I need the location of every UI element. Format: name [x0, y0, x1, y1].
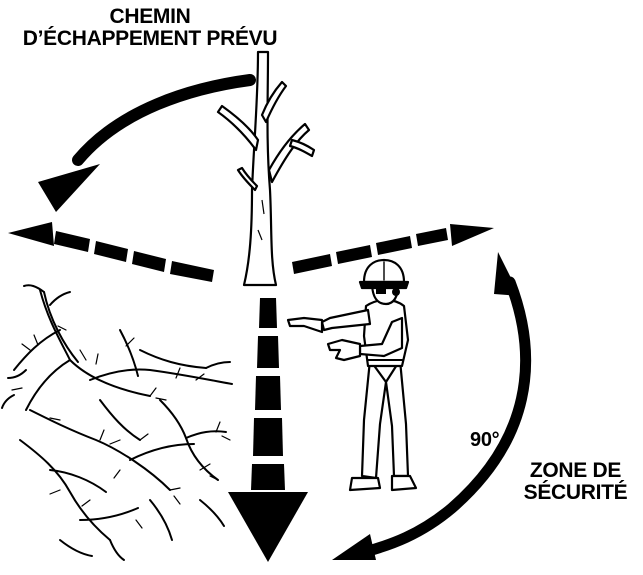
felling-direction-arrow — [228, 298, 308, 562]
safety-arc-bottom-arrowhead — [332, 534, 376, 560]
escape-path-arrow — [38, 74, 256, 212]
worker — [286, 258, 418, 492]
safety-zone-label-line2: SÉCURITÉ — [523, 481, 628, 505]
right-dashed-arrow — [292, 224, 494, 274]
escape-path-label: CHEMIN D’ÉCHAPPEMENT PRÉVU — [0, 5, 300, 51]
fallen-brush-twigs — [11, 325, 231, 529]
safety-zone-label-line1: ZONE DE — [529, 459, 622, 482]
escape-path-label-line1: CHEMIN — [109, 5, 191, 28]
safety-zone-arc-arrow — [332, 252, 532, 560]
escape-path-label-line2: D’ÉCHAPPEMENT PRÉVU — [22, 27, 278, 51]
safety-zone-label: ZONE DE SÉCURITÉ — [508, 459, 643, 505]
escape-path-arrowhead — [38, 164, 100, 212]
safety-arc-top-arrowhead — [494, 252, 520, 296]
angle-label: 90° — [470, 429, 500, 451]
left-dashed-arrow — [8, 222, 214, 282]
tree — [216, 50, 316, 287]
fallen-brush — [1, 284, 233, 561]
